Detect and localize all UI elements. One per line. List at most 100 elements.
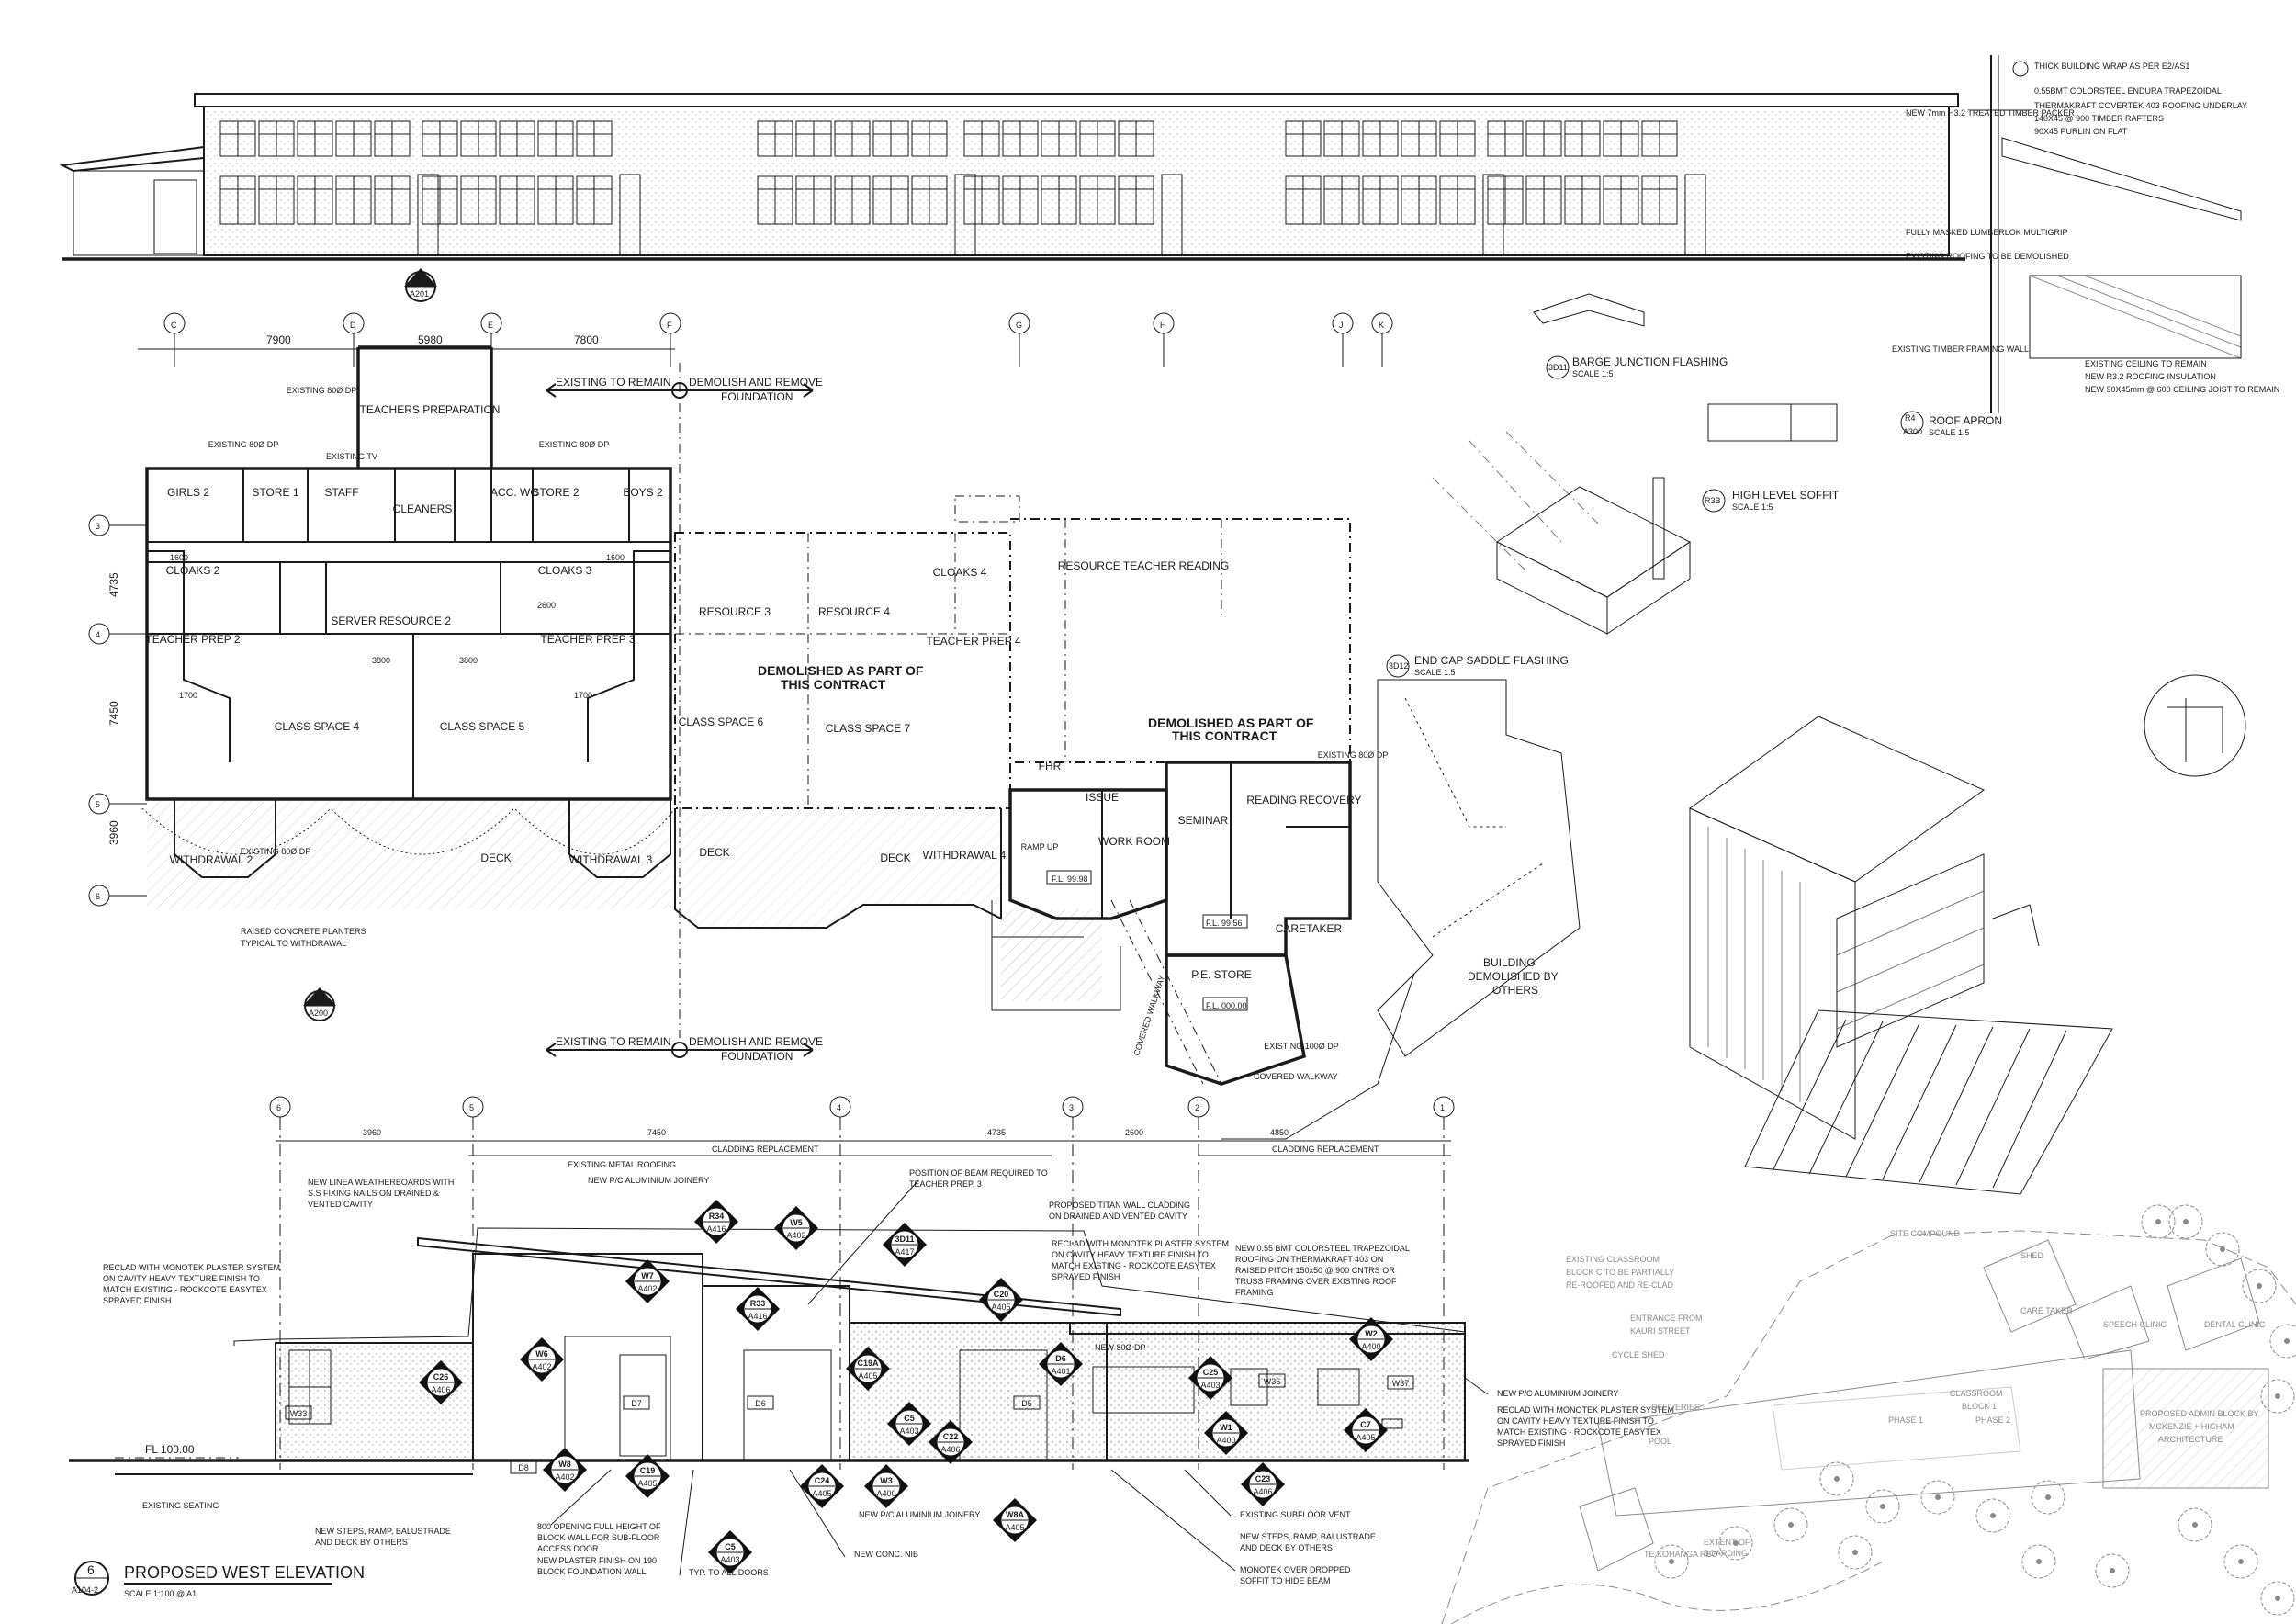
site-label: EXTENT OF [1704, 1538, 1750, 1547]
elevation-note: ACCESS DOOR [537, 1544, 599, 1553]
detail-tag-sheet: A416 [748, 1312, 767, 1321]
detail-tag-sheet: A405 [858, 1371, 877, 1381]
roof-apron-note: EXISTING CEILING TO REMAIN [2085, 359, 2207, 368]
site-label: SHED [2020, 1251, 2044, 1260]
site-label: PROPOSED ADMIN BLOCK BY [2140, 1409, 2259, 1418]
demolish-label-3: DEMOLISH AND REMOVE [689, 1035, 823, 1048]
soffit-title: HIGH LEVEL SOFFIT [1732, 489, 1840, 502]
existing-dp-note: EXISTING 80Ø DP [208, 440, 279, 449]
detail-tag-sheet: A405 [1005, 1523, 1024, 1532]
barge-title: BARGE JUNCTION FLASHING [1572, 355, 1728, 368]
detail-tag-sheet: A403 [1200, 1381, 1220, 1390]
elev-dim-4: 2600 [1125, 1128, 1143, 1137]
detail-tag-id: 3D11 [895, 1235, 914, 1244]
roof-apron-note: NEW 7mm H3.2 TREATED TIMBER PACKER [1906, 108, 2075, 118]
site-label: CLASSROOM [1950, 1389, 2003, 1398]
room-label: RESOURCE 3 [699, 605, 771, 618]
room-label: CLASS SPACE 6 [679, 716, 764, 728]
demolish-arrow-top: EXISTING TO REMAIN DEMOLISH AND REMOVE F… [546, 376, 823, 403]
grid-label-J: J [1339, 321, 1344, 330]
elevation-note-left: ON CAVITY HEAVY TEXTURE FINISH TO [103, 1274, 260, 1283]
covered-walkway-label: COVERED WALKWAY [1131, 974, 1166, 1056]
elevation-note-right: ON CAVITY HEAVY TEXTURE FINISH TO [1497, 1416, 1654, 1426]
existing-to-remain-label: EXISTING TO REMAIN [556, 376, 671, 389]
elevation-title-block: 6 A104-2 PROPOSED WEST ELEVATION SCALE 1… [72, 1561, 365, 1598]
elevation-scale: SCALE 1:100 @ A1 [124, 1589, 197, 1598]
iso-wall-roof-detail [1688, 674, 2246, 1195]
room-label: ACC. WC [490, 486, 538, 499]
tree-symbol [1819, 1461, 1854, 1496]
detail-tag-id: C25 [1203, 1368, 1219, 1377]
detail-tag-id: W8 [558, 1460, 571, 1469]
detail-tag-sheet: A400 [1216, 1436, 1235, 1445]
grid-label-E: E [488, 321, 493, 330]
room-label: BOYS 2 [623, 486, 663, 499]
demolished-note-1b: THIS CONTRACT [781, 677, 886, 692]
elevation-note-steps: NEW STEPS, RAMP, BALUSTRADE [1240, 1532, 1376, 1541]
inner-dim: 3800 [372, 656, 390, 665]
elev-dim-2: 7450 [647, 1128, 666, 1137]
tree-symbol [1975, 1498, 2010, 1533]
detail-tag-id: C5 [725, 1542, 736, 1551]
elevation-note: MONOTEK OVER DROPPED [1240, 1565, 1351, 1574]
site-label: PHASE 2 [1975, 1415, 2010, 1425]
elevation-door [1482, 174, 1504, 256]
cladding-replacement-2: CLADDING REPLACEMENT [1272, 1145, 1379, 1154]
tree-symbol [1865, 1489, 1900, 1524]
cladding-replacement-1: CLADDING REPLACEMENT [712, 1145, 819, 1154]
door-tag-label: D5 [1021, 1399, 1032, 1408]
detail-tag-sheet: A403 [899, 1427, 918, 1436]
endcap-iso-detail: 3D12 END CAP SADDLE FLASHING SCALE 1:5 [1386, 431, 1691, 678]
site-label: CARE TAKER [2020, 1306, 2073, 1315]
planters-note-1: RAISED CONCRETE PLANTERS [241, 927, 366, 936]
inner-dim: 3800 [459, 656, 478, 665]
roof-apron-note: NEW R3.2 ROOFING INSULATION [2085, 372, 2216, 381]
room-label: TEACHER PREP 3 [540, 633, 635, 646]
room-label: WITHDRAWAL 2 [170, 853, 253, 866]
elevation-note: ROOFING ON THERMAKRAFT 403 ON [1235, 1255, 1383, 1264]
demolished-note-1a: DEMOLISHED AS PART OF [758, 663, 924, 678]
elevation-door [1161, 174, 1183, 256]
roof-apron-note: 90X45 PURLIN ON FLAT [2034, 127, 2128, 136]
door-tag [1013, 1395, 1041, 1410]
roof-apron-note: THERMAKRAFT COVERTEK 403 ROOFING UNDERLA… [2034, 101, 2247, 110]
elev-dim-1: 3960 [363, 1128, 381, 1137]
elevation-note: POSITION OF BEAM REQUIRED TO [909, 1168, 1048, 1178]
roof-apron-note: EXISTING ROOFING TO BE DEMOLISHED [1906, 252, 2069, 261]
dim-7900: 7900 [266, 333, 291, 346]
room-label: CARETAKER [1276, 922, 1343, 935]
tree-symbol [2260, 1379, 2295, 1414]
room-label: FHR [1039, 760, 1062, 773]
building-demolished-3: OTHERS [1492, 984, 1538, 997]
detail-tag-id: D6 [1055, 1354, 1066, 1363]
tree-symbol [2021, 1544, 2056, 1579]
elev-grid-label-1: 1 [1440, 1103, 1445, 1112]
elev-grid-label-6: 6 [276, 1103, 281, 1112]
detail-tag-id: R33 [750, 1299, 766, 1308]
elevation-note: EXISTING SUBFLOOR VENT [1240, 1510, 1351, 1519]
elevation-note: NEW LINEA WEATHERBOARDS WITH [308, 1178, 454, 1187]
elev-grid-label-2: 2 [1195, 1103, 1199, 1112]
room-label: WITHDRAWAL 3 [569, 853, 653, 866]
inner-dim: 1600 [606, 553, 625, 562]
ramp-label: RAMP UP [1021, 842, 1059, 851]
elevation-note-left: RECLAD WITH MONOTEK PLASTER SYSTEM [103, 1263, 280, 1272]
demolish-label-2: FOUNDATION [721, 390, 793, 403]
grid-label-F: F [667, 321, 672, 330]
room-label: SEMINAR [1178, 814, 1229, 827]
door-tag [623, 1395, 650, 1410]
door-tag-label: W37 [1392, 1379, 1410, 1388]
detail-tag-id: R34 [709, 1212, 725, 1221]
detail-tag-sheet: A406 [431, 1385, 450, 1394]
room-label: SERVER [331, 615, 376, 627]
detail-tag-sheet: A406 [940, 1445, 960, 1454]
soffit-ref: R3B [1705, 496, 1721, 505]
site-label: EXISTING CLASSROOM [1566, 1255, 1660, 1264]
detail-tag-sheet: A406 [1253, 1487, 1272, 1496]
elevation-note: AND DECK BY OTHERS [315, 1538, 408, 1547]
room-label: RESOURCE 2 [379, 615, 451, 627]
existing-to-remain-label-2: EXISTING TO REMAIN [556, 1035, 671, 1048]
detail-tag-sheet: A417 [895, 1247, 914, 1257]
site-label: BOARDING [1704, 1549, 1748, 1558]
